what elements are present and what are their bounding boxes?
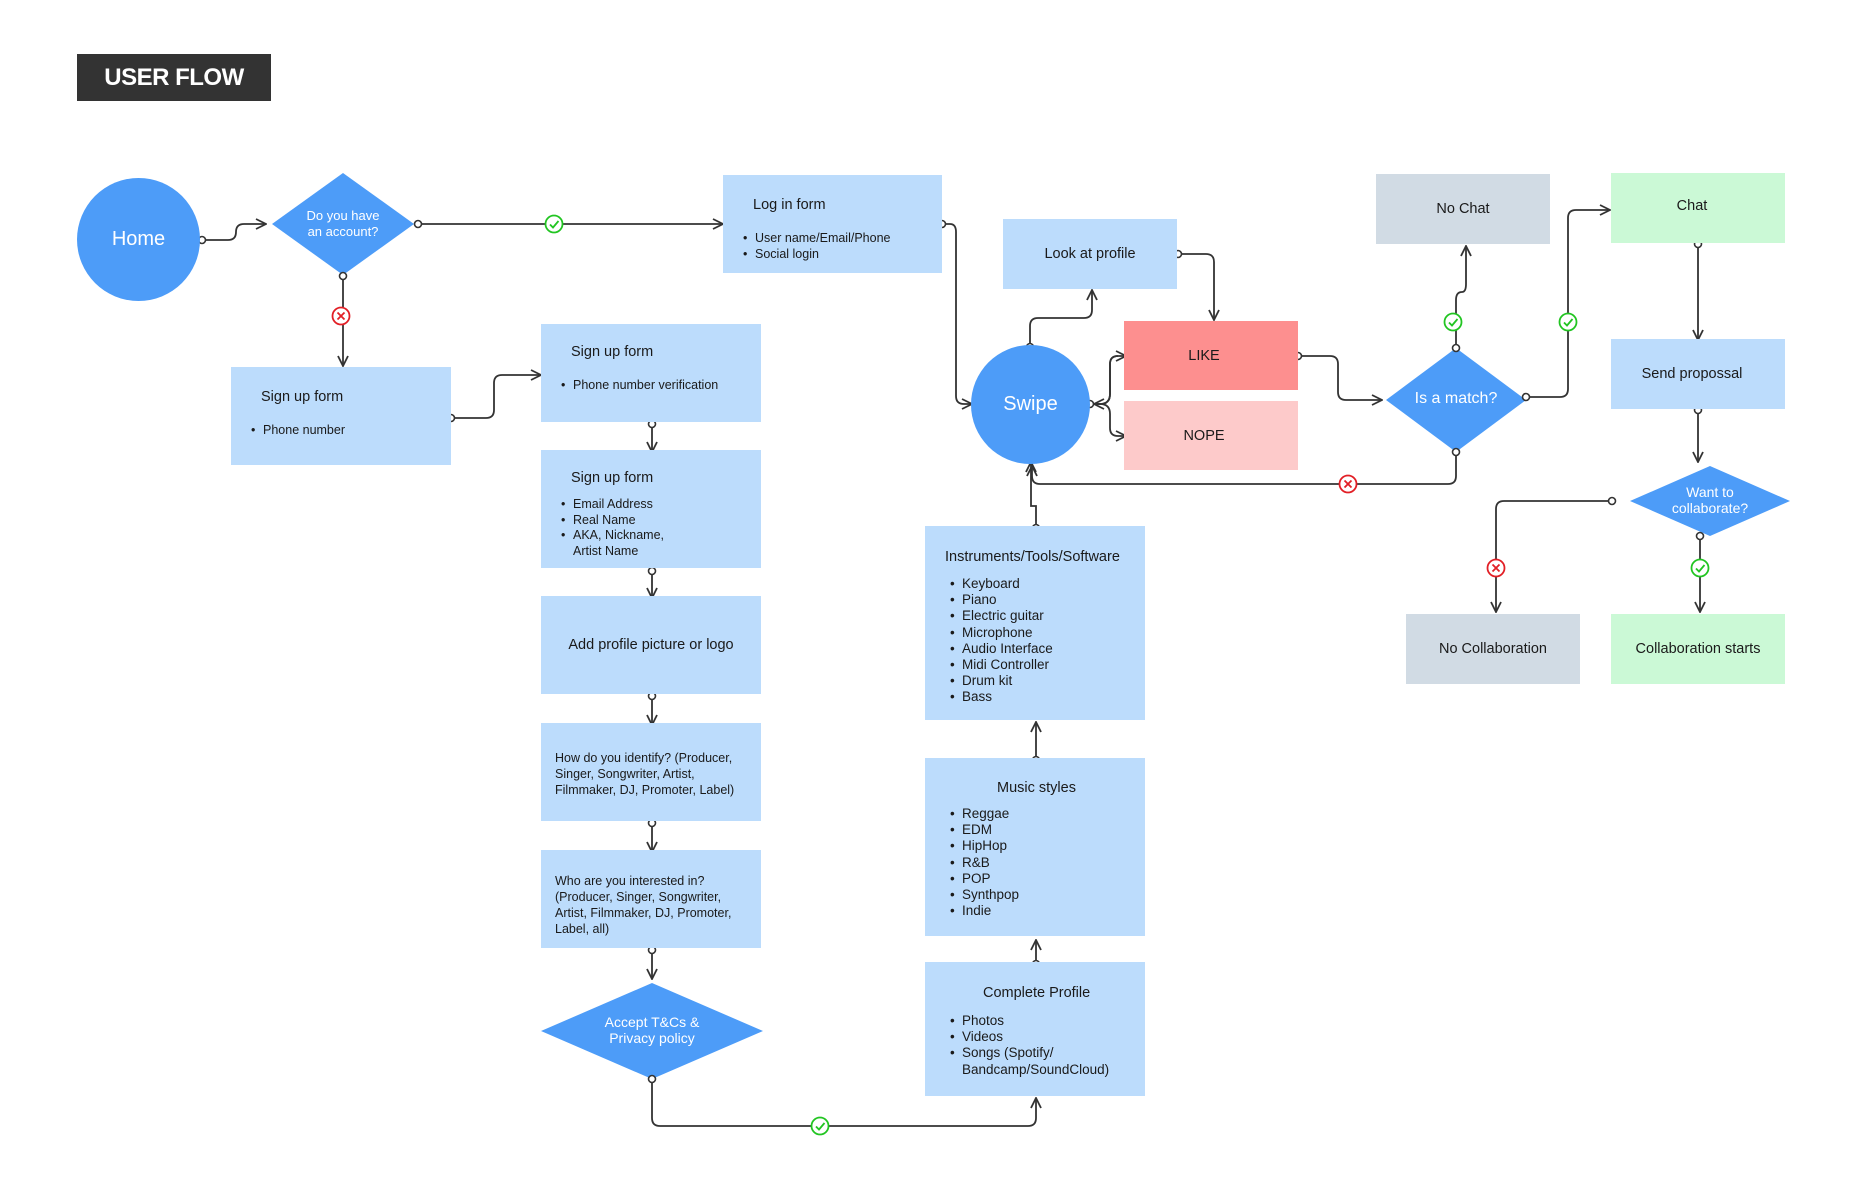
list-item: Videos xyxy=(950,1029,1109,1045)
send-proposal-label: Send propossal xyxy=(1641,366,1743,382)
home-node: Home xyxy=(77,178,200,301)
nope-box: NOPE xyxy=(1124,401,1298,470)
is-match-diamond xyxy=(1386,348,1526,452)
yes-icon xyxy=(1443,312,1463,332)
yes-icon xyxy=(1558,312,1578,332)
yes-icon xyxy=(810,1116,830,1136)
signup-form-title: Sign up form xyxy=(261,389,344,405)
complete-profile-box: Complete Profile Photos Videos Songs (Sp… xyxy=(925,962,1145,1096)
chat-box: Chat xyxy=(1611,173,1785,243)
list-item: Photos xyxy=(950,1013,1109,1029)
look-at-profile-box: Look at profile xyxy=(1003,219,1177,289)
signup-form-phone-box: Sign up form Phone number xyxy=(231,367,451,465)
signup-form-verification-box: Sign up form Phone number verification xyxy=(541,324,761,422)
music-styles-box: Music styles Reggae EDM HipHop R&B POP S… xyxy=(925,758,1145,936)
swipe-node: Swipe xyxy=(971,345,1090,464)
have-account-label: Do you have an account? xyxy=(306,208,380,239)
list-item: Synthpop xyxy=(950,887,1019,903)
like-label: LIKE xyxy=(1188,347,1220,364)
list-item: Songs (Spotify/ xyxy=(950,1045,1109,1061)
add-profile-picture-box: Add profile picture or logo xyxy=(541,596,761,694)
want-collab-diamond xyxy=(1630,466,1790,536)
nope-label: NOPE xyxy=(1183,427,1225,444)
signup-form-details-box: Sign up form Email Address Real Name AKA… xyxy=(541,450,761,568)
accept-diamond xyxy=(541,983,763,1079)
list-item: HipHop xyxy=(950,838,1019,854)
list-item: Phone number verification xyxy=(561,378,718,394)
signup-form-list: Phone number xyxy=(251,423,345,439)
have-account-diamond xyxy=(272,173,414,275)
no-collaboration-label: No Collaboration xyxy=(1438,641,1547,657)
no-icon xyxy=(331,306,351,326)
complete-profile-title: Complete Profile xyxy=(983,985,1091,1001)
list-item: Midi Controller xyxy=(950,657,1053,673)
list-item: EDM xyxy=(950,822,1019,838)
list-item: User name/Email/Phone xyxy=(743,231,891,247)
list-item: Social login xyxy=(743,247,890,263)
no-chat-label: No Chat xyxy=(1436,201,1490,217)
collaboration-starts-box: Collaboration starts xyxy=(1611,614,1785,684)
list-item: Phone number xyxy=(251,423,345,439)
like-box: LIKE xyxy=(1124,321,1298,390)
login-form-box: Log in form User name/Email/Phone Social… xyxy=(723,175,942,273)
is-match-label: Is a match? xyxy=(1414,390,1498,407)
instruments-box: Instruments/Tools/Software Keyboard Pian… xyxy=(925,526,1145,720)
list-item: Bandcamp/SoundCloud) xyxy=(962,1061,1110,1077)
send-proposal-box: Send propossal xyxy=(1611,339,1785,409)
music-styles-list: Reggae EDM HipHop R&B POP Synthpop Indie xyxy=(950,806,1019,920)
music-styles-title: Music styles xyxy=(997,780,1076,796)
instruments-title: Instruments/Tools/Software xyxy=(945,549,1120,565)
list-item: Electric guitar xyxy=(950,608,1053,624)
signup-form-list: Email Address Real Name AKA, Nickname, A… xyxy=(561,497,664,559)
identify-label: How do you identify? (Producer, Singer, … xyxy=(555,751,735,797)
add-profile-picture-label: Add profile picture or logo xyxy=(568,637,734,653)
no-collaboration-box: No Collaboration xyxy=(1406,614,1580,684)
no-icon xyxy=(1338,474,1358,494)
list-item: Drum kit xyxy=(950,673,1053,689)
signup-form-title: Sign up form xyxy=(571,470,654,486)
list-item: Indie xyxy=(950,903,1019,919)
list-item: AKA, Nickname, xyxy=(561,528,664,544)
interested-label: Who are you interested in? (Producer, Si… xyxy=(555,874,732,936)
collaboration-starts-label: Collaboration starts xyxy=(1635,641,1761,657)
list-item: R&B xyxy=(950,855,1019,871)
identify-box: How do you identify? (Producer, Singer, … xyxy=(541,723,761,821)
login-form-list: User name/Email/Phone Social login xyxy=(743,231,891,263)
list-item: Email Address xyxy=(561,497,664,513)
signup-form-list: Phone number verification xyxy=(561,378,718,394)
accept-label: Accept T&Cs & Privacy policy xyxy=(604,1014,700,1046)
list-item: Artist Name xyxy=(573,543,639,558)
signup-form-title: Sign up form xyxy=(571,344,654,360)
interested-box: Who are you interested in? (Producer, Si… xyxy=(541,850,761,948)
list-item: Audio Interface xyxy=(950,641,1053,657)
list-item: Reggae xyxy=(950,806,1019,822)
no-chat-box: No Chat xyxy=(1376,174,1550,244)
no-icon xyxy=(1486,558,1506,578)
list-item: Real Name xyxy=(561,513,664,529)
list-item: POP xyxy=(950,871,1019,887)
list-item: Keyboard xyxy=(950,576,1053,592)
instruments-list: Keyboard Piano Electric guitar Microphon… xyxy=(950,576,1053,706)
chat-label: Chat xyxy=(1676,198,1708,214)
page-title: USER FLOW xyxy=(77,54,271,101)
list-item: Microphone xyxy=(950,625,1053,641)
yes-icon xyxy=(1690,558,1710,578)
complete-profile-list: Photos Videos Songs (Spotify/ Bandcamp/S… xyxy=(950,1013,1110,1078)
want-collab-label: Want to collaborate? xyxy=(1671,484,1749,516)
list-item: Piano xyxy=(950,592,1053,608)
look-at-profile-label: Look at profile xyxy=(1044,246,1136,262)
login-form-title: Log in form xyxy=(753,197,826,213)
yes-icon xyxy=(544,214,564,234)
list-item: Bass xyxy=(950,689,1053,705)
